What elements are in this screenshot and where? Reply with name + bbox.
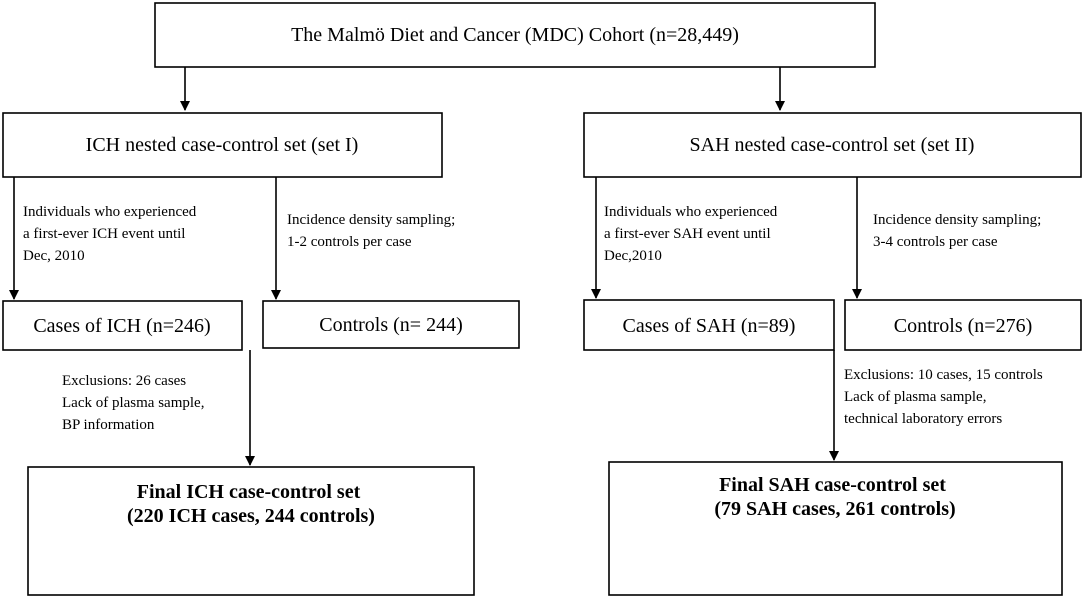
svg-text:Controls (n=276): Controls (n=276) — [894, 315, 1033, 337]
annotation-sah-controls-rule-line-1: Incidence density sampling; — [873, 212, 1041, 228]
node-ich-cases-line: Cases of ICH (n=246) — [33, 315, 210, 337]
node-ich-controls-line: Controls (n= 244) — [319, 314, 463, 336]
annotation-ich-controls-rule: Incidence density sampling; 1-2 controls… — [287, 212, 459, 250]
annotation-ich-exclusions-line-2: Lack of plasma sample, — [62, 395, 204, 411]
node-set-i: ICH nested case-control set (set I) — [2, 112, 443, 178]
annotation-sah-cases-rule-line-1: Individuals who experienced — [604, 204, 778, 220]
node-sah-cases-line: Cases of SAH (n=89) — [623, 315, 796, 337]
annotation-sah-cases-rule-line-3: Dec,2010 — [604, 248, 662, 264]
svg-text:Controls (n= 244): Controls (n= 244) — [319, 314, 463, 336]
node-sah-cases: Cases of SAH (n=89) — [583, 299, 835, 351]
annotation-ich-exclusions-line-3: BP information — [62, 417, 155, 433]
svg-text:SAH nested case-control set (s: SAH nested case-control set (set II) — [690, 134, 975, 156]
node-sah-controls-line: Controls (n=276) — [894, 315, 1033, 337]
node-set-ii-line: SAH nested case-control set (set II) — [690, 134, 975, 156]
svg-text:The Malmö Diet and Cancer (MDC: The Malmö Diet and Cancer (MDC) Cohort (… — [291, 24, 739, 46]
annotation-sah-controls-rule: Incidence density sampling; 3-4 controls… — [873, 212, 1045, 250]
node-final-sah-line-2: (79 SAH cases, 261 controls) — [714, 498, 955, 520]
node-ich-controls: Controls (n= 244) — [262, 300, 520, 349]
svg-text:ICH nested case-control set (s: ICH nested case-control set (set I) — [86, 134, 359, 156]
annotation-ich-exclusions-line-1: Exclusions: 26 cases — [62, 373, 186, 389]
node-final-ich: Final ICH case-control set (220 ICH case… — [27, 466, 475, 596]
annotation-ich-controls-rule-line-1: Incidence density sampling; — [287, 212, 455, 228]
annotation-ich-cases-rule-line-2: a first-ever ICH event until — [23, 226, 185, 242]
node-final-ich-line-1: Final ICH case-control set — [137, 481, 361, 503]
node-set-ii: SAH nested case-control set (set II) — [583, 112, 1082, 178]
annotation-ich-controls-rule-line-2: 1-2 controls per case — [287, 234, 412, 250]
node-set-i-line: ICH nested case-control set (set I) — [86, 134, 359, 156]
annotation-ich-cases-rule: Individuals who experienced a first-ever… — [23, 204, 200, 264]
node-final-sah-line-1: Final SAH case-control set — [719, 474, 946, 496]
svg-text:Cases of ICH (n=246): Cases of ICH (n=246) — [33, 315, 210, 337]
node-final-sah: Final SAH case-control set (79 SAH cases… — [608, 461, 1063, 596]
annotation-sah-exclusions-line-1: Exclusions: 10 cases, 15 controls — [844, 367, 1043, 383]
annotation-sah-cases-rule: Individuals who experienced a first-ever… — [604, 204, 781, 264]
node-cohort-line: The Malmö Diet and Cancer (MDC) Cohort (… — [291, 24, 739, 46]
annotation-sah-controls-rule-line-2: 3-4 controls per case — [873, 234, 998, 250]
node-ich-cases: Cases of ICH (n=246) — [2, 300, 243, 351]
annotation-sah-exclusions: Exclusions: 10 cases, 15 controls Lack o… — [844, 367, 1046, 427]
annotation-sah-cases-rule-line-2: a first-ever SAH event until — [604, 226, 771, 242]
svg-text:Cases of SAH (n=89): Cases of SAH (n=89) — [623, 315, 796, 337]
node-final-ich-line-2: (220 ICH cases, 244 controls) — [127, 505, 375, 527]
svg-text:Final SAH case-control set: Final SAH case-control set (79 SAH cases… — [714, 474, 955, 520]
node-sah-controls: Controls (n=276) — [844, 299, 1082, 351]
annotation-ich-cases-rule-line-1: Individuals who experienced — [23, 204, 197, 220]
annotation-ich-exclusions: Exclusions: 26 cases Lack of plasma samp… — [62, 373, 208, 433]
svg-text:Final ICH case-control set: Final ICH case-control set (220 ICH case… — [127, 481, 375, 527]
node-cohort: The Malmö Diet and Cancer (MDC) Cohort (… — [154, 2, 876, 68]
annotation-sah-exclusions-line-3: technical laboratory errors — [844, 411, 1002, 427]
annotation-sah-exclusions-line-2: Lack of plasma sample, — [844, 389, 986, 405]
annotation-ich-cases-rule-line-3: Dec, 2010 — [23, 248, 85, 264]
